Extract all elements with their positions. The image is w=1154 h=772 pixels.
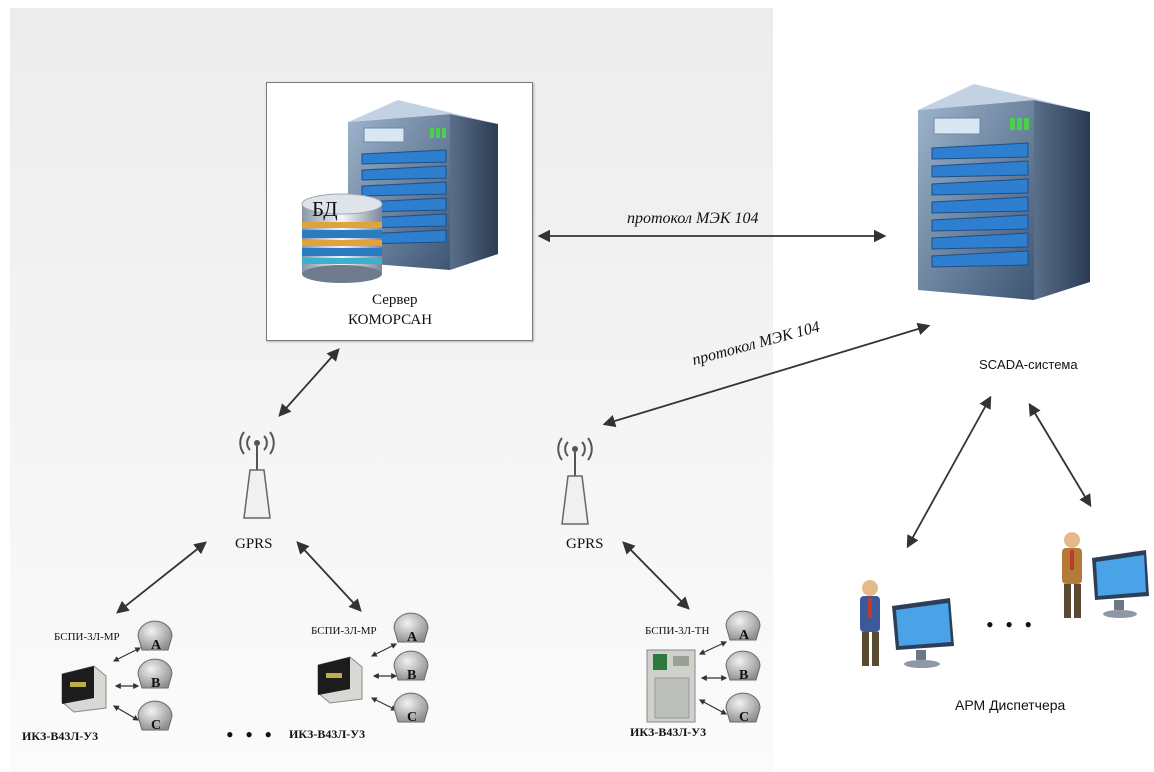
ikz-label-3: ИКЗ-В43Л-У3 [630, 725, 707, 739]
antenna-right-icon [557, 437, 593, 525]
arrow-scada-arm1 [906, 395, 992, 549]
sensor-icon [393, 692, 429, 723]
sensor-icon [393, 650, 429, 681]
sensor-icon [137, 658, 173, 689]
arrow-scada-arm2 [1028, 402, 1092, 508]
server-name-line2: КОМОРСАН [348, 312, 433, 328]
phase-c-label: C [739, 710, 750, 725]
arm-label: АРМ Диспетчера [955, 697, 1066, 713]
device-label-3: БСПИ-3Л-ТН [645, 625, 710, 637]
sensor-icon [393, 612, 429, 643]
ellipsis-devices: • • • [226, 722, 276, 747]
scada-server-icon [918, 84, 1090, 300]
bspi-device-1-icon [61, 665, 107, 713]
arrow-server-gprs-left [278, 348, 340, 417]
phase-a-label: A [739, 628, 750, 643]
gprs-label-right: GPRS [566, 536, 604, 552]
bspi-tn-device-icon [646, 649, 696, 723]
sensor-icon [725, 650, 761, 681]
ellipsis-workstations: • • • [986, 612, 1036, 637]
ikz-label-1: ИКЗ-В43Л-У3 [22, 729, 99, 743]
phase-a-label: A [407, 630, 418, 645]
server-tower-icon [348, 100, 498, 270]
phase-b-label: B [739, 668, 749, 683]
sensor-icon [725, 610, 761, 641]
server-name-line1: Сервер [372, 292, 418, 308]
bspi-device-2-icon [317, 656, 363, 704]
phase-b-label: B [407, 668, 417, 683]
antenna-left-icon [239, 431, 275, 519]
db-label: БД [312, 197, 338, 221]
gprs-label-left: GPRS [235, 536, 273, 552]
operator-workstation-1-icon [860, 580, 954, 668]
ikz-label-2: ИКЗ-В43Л-У3 [289, 727, 366, 741]
device-label-1: БСПИ-3Л-МР [54, 631, 120, 643]
arrow-gprs-right-scada [602, 322, 931, 428]
phase-c-label: C [151, 718, 162, 733]
phase-c-label: C [407, 710, 418, 725]
sensor-icon [137, 620, 173, 651]
scada-label: SCADA-система [979, 357, 1078, 372]
phase-a-label: A [151, 638, 162, 653]
phase-b-label: B [151, 676, 161, 691]
protocol-label-top: протокол МЭК 104 [627, 210, 759, 227]
database-icon [301, 193, 383, 283]
device-label-2: БСПИ-3Л-МР [311, 625, 377, 637]
arrow-gprs-left-group1 [116, 541, 207, 614]
operator-workstation-2-icon [1062, 532, 1149, 618]
sensor-icon [137, 700, 173, 731]
sensor-icon [725, 692, 761, 723]
arrow-gprs-left-group2 [296, 541, 362, 612]
arrow-gprs-right-group3 [622, 541, 690, 610]
